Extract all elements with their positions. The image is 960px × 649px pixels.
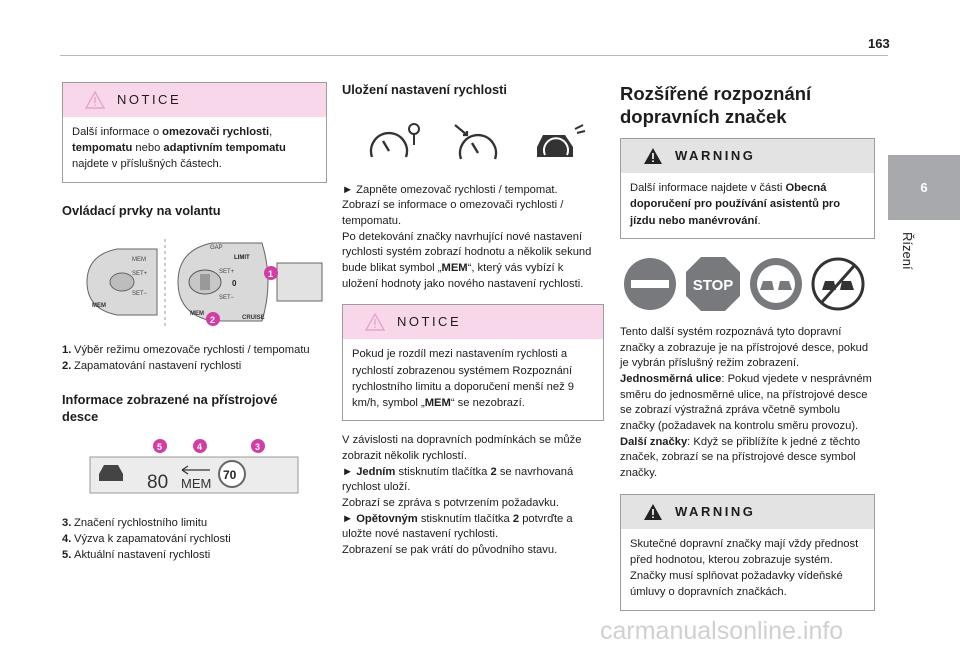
stop-sign-text: STOP <box>693 277 734 294</box>
column-2: Uložení nastavení rychlosti ► Zapněte om… <box>342 82 604 559</box>
notice-box: NOTICE Další informace o omezovači rychl… <box>62 82 327 183</box>
section-title-sign-recognition: Rozšířené rozpoznání dopravních značek <box>620 83 812 128</box>
notice-box: NOTICE Pokud je rozdíl mezi nastavením r… <box>342 304 604 422</box>
column-1: NOTICE Další informace o omezovači rychl… <box>62 82 327 563</box>
warning-text: Skutečné dopravní značky mají vždy předn… <box>630 537 859 599</box>
speed-sign-icon <box>218 459 246 488</box>
notice-text: Pokud je rozdíl mezi nastavením rychlost… <box>352 348 575 410</box>
save-speed-text: ► Zapněte omezovač rychlosti / tempomat.… <box>342 183 592 290</box>
sign-recognition-text: Tento další systém rozpoznává tyto dopra… <box>620 325 872 479</box>
list-text: Výzva k zapamatování rychlosti <box>74 532 231 545</box>
stalk-label-set-minus: SET− <box>132 291 148 297</box>
callout-1-marker <box>264 266 278 281</box>
display-sign-value: 70 <box>223 468 237 482</box>
speed-limiter-icon <box>369 122 420 158</box>
traffic-signs-row: STOP <box>620 255 875 313</box>
warning-header: WARNING <box>621 494 874 529</box>
warning-text: Další informace najdete v části Obecná d… <box>630 182 841 227</box>
stalk-label-gap: GAP <box>210 245 223 251</box>
warning-triangle-icon <box>85 91 105 109</box>
list-item: 4. Výzva k zapamatování rychlosti <box>62 532 327 548</box>
chapter-title: Řízení <box>900 232 915 270</box>
cruise-control-icon <box>453 123 497 160</box>
list-number: 5. <box>62 548 72 561</box>
stop-sign-icon: STOP <box>686 256 740 311</box>
list-number: 4. <box>62 532 72 545</box>
callout-2-marker <box>206 312 220 327</box>
notice-text: Další informace o omezovači rychlosti, t… <box>72 126 286 171</box>
stalk-label-set-plus-right: SET+ <box>219 269 235 275</box>
stalk-label-set-plus: SET+ <box>132 271 148 277</box>
column-3: Rozšířené rozpoznání dopravních značek W… <box>620 82 875 611</box>
stalk-label-cruise: CRUISE <box>242 315 265 321</box>
callout-3-label: 3 <box>255 442 260 452</box>
car-icon <box>99 464 123 481</box>
warning-header: WARNING <box>621 139 874 174</box>
warning-box: WARNING Skutečné dopravní značky mají vž… <box>620 493 875 611</box>
stalk-label-set-minus-right: SET− <box>219 295 235 301</box>
notice-header: NOTICE <box>343 305 603 340</box>
list-text: Značení rychlostního limitu <box>74 517 208 530</box>
stalk-label-mem: MEM <box>132 257 146 263</box>
callout-5-label: 5 <box>157 442 162 452</box>
warning-title: WARNING <box>675 503 756 519</box>
callout-1-label: 1 <box>268 269 273 279</box>
top-rule <box>60 55 888 56</box>
warning-triangle-icon <box>365 313 385 332</box>
warning-triangle-icon <box>644 148 662 165</box>
section-title-display: Informace zobrazené na přístrojové desce <box>62 392 278 424</box>
callout-2-label: 2 <box>210 315 215 325</box>
stalk-label-limit: LIMIT <box>234 255 250 261</box>
list-item: 5. Aktuální nastavení rychlosti <box>62 548 327 564</box>
list-number: 3. <box>62 517 72 530</box>
no-entry-sign-icon <box>624 257 676 310</box>
list-text: Výběr režimu omezovače rychlosti / tempo… <box>74 344 310 356</box>
watermark: carmanualsonline.info <box>600 617 844 645</box>
notice-title: NOTICE <box>397 314 462 330</box>
list-item: 3. Značení rychlostního limitu <box>62 516 327 532</box>
callout-4-label: 4 <box>197 442 202 452</box>
page-number: 163 <box>868 36 890 51</box>
list-item: 1. Výběr režimu omezovače rychlosti / te… <box>62 343 327 359</box>
section-title-controls: Ovládací prvky na volantu <box>62 202 221 218</box>
steering-stalk-illustration: MEM SET+ SET− MEM GAP LIMIT SET+ 0 SET− … <box>86 239 323 330</box>
stalk-label-mem-right: MEM <box>190 311 204 317</box>
notice-header: NOTICE <box>63 83 326 117</box>
display-illustration: 80 MEM 70 5 4 3 <box>89 438 299 494</box>
speed-icons-row <box>342 121 587 165</box>
list-text: Zapamatování nastavení rychlosti <box>74 359 242 372</box>
display-speed: 80 <box>147 472 168 493</box>
stalk-label-zero: 0 <box>232 279 237 288</box>
list-item: 2. Zapamatování nastavení rychlosti <box>62 359 327 375</box>
notice-title: NOTICE <box>117 91 182 107</box>
end-no-overtaking-sign-icon <box>811 257 865 311</box>
list-text: Aktuální nastavení rychlosti <box>74 548 211 561</box>
chapter-tab: 6 <box>888 155 960 220</box>
section-title-save-speed: Uložení nastavení rychlosti <box>342 82 507 97</box>
speed-options-text: V závislosti na dopravních podmínkách se… <box>342 434 582 556</box>
display-panel <box>89 456 299 494</box>
warning-triangle-icon <box>644 503 662 520</box>
warning-box: WARNING Další informace najdete v části … <box>620 138 875 239</box>
list-number: 2. <box>62 359 72 372</box>
adaptive-cruise-icon <box>537 123 586 157</box>
list-display: 3. Značení rychlostního limitu 4. Výzva … <box>62 516 327 563</box>
stalk-label-mem-bottom: MEM <box>92 303 106 309</box>
list-number: 1. <box>62 344 72 356</box>
warning-title: WARNING <box>675 148 756 164</box>
no-overtaking-sign-icon <box>750 257 802 310</box>
display-mem: MEM <box>181 476 211 491</box>
list-controls: 1. Výběr režimu omezovače rychlosti / te… <box>62 343 327 374</box>
